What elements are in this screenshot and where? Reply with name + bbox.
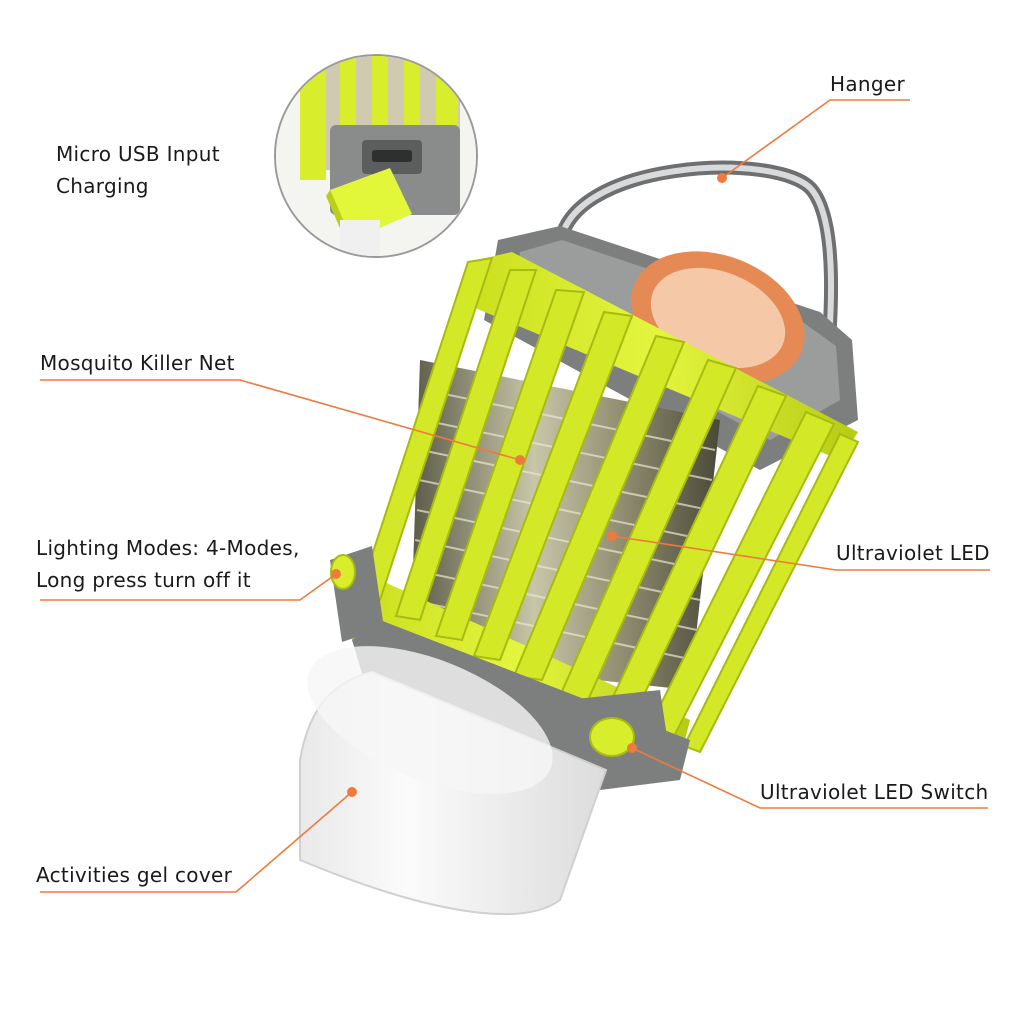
callout-line-uv-switch xyxy=(631,747,988,809)
callout-dot-net xyxy=(515,455,525,465)
callout-line-modes xyxy=(40,573,337,601)
lighting-modes-label-line2: Long press turn off it xyxy=(36,568,251,592)
callout-line-gel-cover xyxy=(40,791,353,893)
mosquito-net-label: Mosquito Killer Net xyxy=(40,351,235,375)
callout-dots xyxy=(331,173,727,797)
callout-line-uv-led xyxy=(611,535,990,571)
callout-dot-modes xyxy=(331,569,341,579)
uv-switch-button xyxy=(589,717,635,757)
hanger-label: Hanger xyxy=(830,72,905,96)
callout-line-hanger xyxy=(721,99,910,179)
usb-charging-label-line1: Micro USB Input xyxy=(56,142,220,166)
usb-detail-inset xyxy=(274,54,478,258)
lighting-modes-label-line1: Lighting Modes: 4-Modes, xyxy=(36,536,300,560)
gel-cover-label: Activities gel cover xyxy=(36,863,233,887)
uv-led-label: Ultraviolet LED xyxy=(836,541,990,565)
callout-dot-gel-cover xyxy=(347,787,357,797)
callout-lines xyxy=(40,99,990,893)
callout-line-net xyxy=(40,379,521,461)
hanger-handle xyxy=(553,160,839,387)
callout-dot-uv-switch xyxy=(627,743,637,753)
callout-dot-hanger xyxy=(717,173,727,183)
lighting-modes-label: Lighting Modes: 4-Modes, Long press turn… xyxy=(36,532,300,596)
usb-charging-label-line2: Charging xyxy=(56,174,149,198)
uv-led-switch-label: Ultraviolet LED Switch xyxy=(760,780,989,804)
callout-dot-uv-led xyxy=(607,531,617,541)
gel-cover xyxy=(299,646,608,916)
usb-charging-label: Micro USB Input Charging xyxy=(56,138,220,202)
